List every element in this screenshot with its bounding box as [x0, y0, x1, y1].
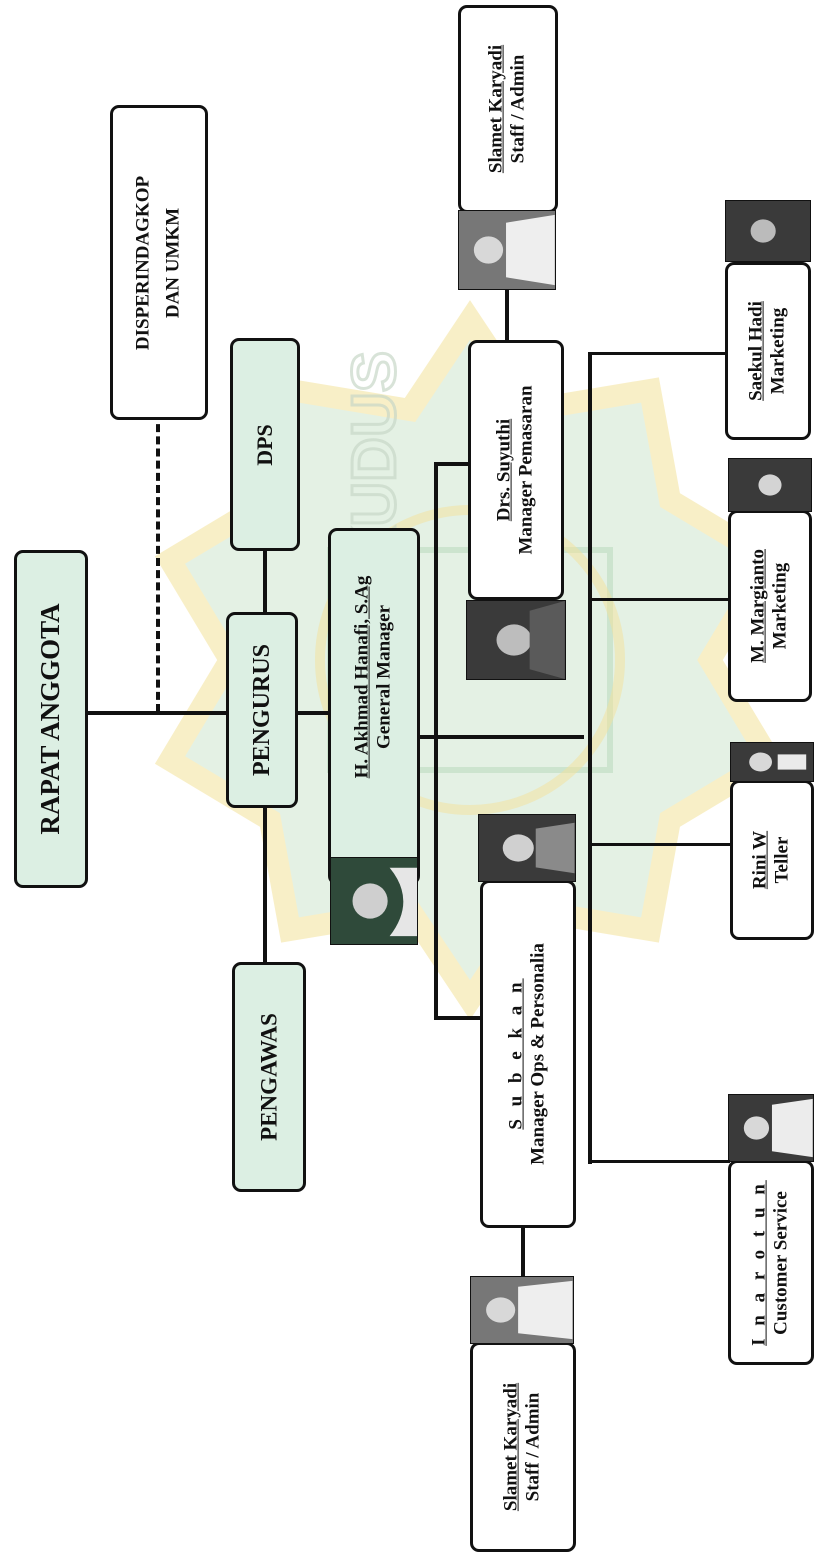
cs-role: Customer Service: [771, 1190, 792, 1335]
line-pemasaran-staff: [505, 287, 509, 345]
node-staff-admin-top: Slamet Karyadi Staff / Admin: [458, 5, 558, 213]
gm-name: H. Akhmad Hanafi, S.Ag: [351, 575, 373, 778]
node-manager-ops: S u b e k a n Manager Ops & Personalia: [480, 880, 576, 1228]
node-manager-pemasaran: Drs. Suyuthi Manager Pemasaran: [468, 340, 564, 600]
subekan-photo: [478, 814, 576, 882]
rapat-anggota-label: RAPAT ANGGOTA: [35, 603, 66, 835]
pemasaran-name: Drs. Suyuthi: [493, 418, 515, 522]
dps-label: DPS: [252, 423, 278, 466]
line-bracket-up: [434, 462, 438, 740]
line-bus-join: [588, 843, 592, 863]
line-pengurus-gm: [296, 711, 332, 715]
line-to-pemasaran: [434, 462, 472, 466]
line-to-margianto: [588, 598, 730, 601]
staff-top-role: Staff / Admin: [508, 54, 529, 164]
teller-name: Rini W: [749, 830, 771, 890]
staff-bottom-photo: [470, 1276, 574, 1344]
gm-role: General Manager: [374, 604, 395, 749]
node-marketing-saekul: Saekul Hadi Marketing: [725, 262, 811, 440]
ops-name: S u b e k a n: [505, 978, 527, 1130]
gm-photo: [330, 857, 418, 945]
node-disperindagkop: DISPERINDAGKOP DAN UMKM: [110, 105, 208, 420]
line-pengurus-dps: [263, 550, 267, 615]
line-pengurus-pengawas: [263, 805, 267, 963]
node-pengawas: PENGAWAS: [232, 962, 306, 1192]
teller-photo: [730, 742, 814, 782]
ops-role: Manager Ops & Personalia: [528, 943, 549, 1165]
dash-line-disperindagkop: [156, 412, 160, 712]
pengurus-label: PENGURUS: [248, 643, 275, 777]
staff-bottom-name: Slamet Karyadi: [500, 1382, 522, 1512]
line-ops-staff: [521, 1226, 525, 1278]
line-to-cs: [588, 1160, 730, 1163]
line-rapat-pengurus: [86, 711, 231, 715]
pemasaran-role: Manager Pemasaran: [516, 385, 537, 555]
node-dps: DPS: [230, 338, 300, 551]
node-pengurus: PENGURUS: [226, 612, 298, 808]
node-general-manager: H. Akhmad Hanafi, S.Ag General Manager: [328, 528, 420, 885]
suyuthi-photo: [466, 600, 566, 680]
margianto-photo: [728, 458, 812, 512]
staff-top-name: Slamet Karyadi: [485, 44, 507, 174]
margianto-name: M. Margianto: [747, 549, 769, 663]
saekul-name: Saekul Hadi: [745, 301, 767, 401]
margianto-role: Marketing: [770, 562, 791, 650]
line-to-ops: [434, 1016, 482, 1020]
line-bus-cs-join: [588, 858, 592, 861]
node-rapat-anggota: RAPAT ANGGOTA: [14, 550, 88, 888]
node-staff-admin-bottom: Slamet Karyadi Staff / Admin: [470, 1342, 576, 1552]
node-teller: Rini W Teller: [730, 780, 814, 940]
disperindagkop-line2: DAN UMKM: [163, 207, 184, 318]
disperindagkop-line1: DISPERINDAGKOP: [132, 175, 154, 350]
line-bracket-down: [434, 735, 438, 1020]
node-customer-service: I n a r o t u n Customer Service: [728, 1160, 814, 1365]
saekul-photo: [725, 200, 811, 262]
saekul-role: Marketing: [768, 307, 789, 395]
cs-name: I n a r o t u n: [748, 1179, 770, 1346]
line-to-saekul: [588, 352, 730, 355]
staff-top-photo: [458, 210, 556, 290]
teller-role: Teller: [772, 836, 793, 884]
line-gm-spine: [417, 735, 584, 739]
line-to-teller: [588, 843, 730, 846]
pengawas-label: PENGAWAS: [256, 1013, 282, 1141]
staff-bottom-role: Staff / Admin: [523, 1392, 544, 1502]
line-bus-lower: [588, 860, 592, 1164]
line-staff-bus: [588, 352, 592, 862]
node-marketing-margianto: M. Margianto Marketing: [728, 510, 812, 702]
cs-photo: [728, 1094, 814, 1162]
